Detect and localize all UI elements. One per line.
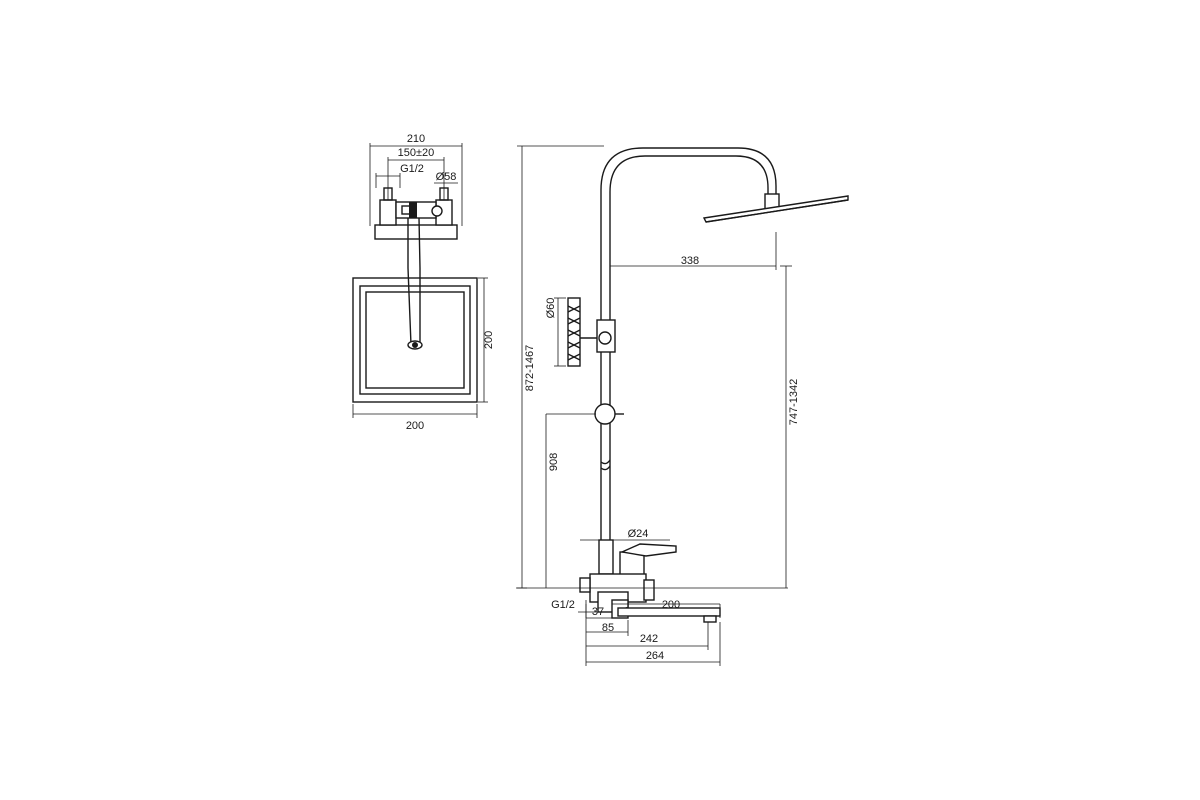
dim-total-height-label: 872-1467 (524, 345, 536, 392)
hand-shower-holder (567, 297, 616, 367)
spout-top (407, 217, 423, 350)
dim-head-width-label: 200 (406, 420, 424, 432)
dim-pipe-label: Ø24 (628, 528, 649, 540)
dim-width-label: 210 (407, 133, 425, 145)
top-view: 210 150±20 G1/2 Ø58 200 200 (352, 133, 495, 432)
dim-thread-label: G1/2 (400, 163, 424, 175)
dim-flange-label: Ø58 (436, 171, 457, 183)
dim-85-label: 85 (602, 622, 614, 634)
side-view: 338 Ø60 872-1467 747-1342 908 Ø24 G1/2 3… (516, 145, 849, 666)
top-dimensions (352, 143, 488, 418)
square-shower-head (352, 277, 478, 403)
dim-spout-label: 200 (662, 599, 680, 611)
shower-head-side (702, 193, 849, 223)
dim-242-label: 242 (640, 633, 658, 645)
diverter-knob (594, 403, 624, 425)
dim-thread-side-label: G1/2 (551, 599, 575, 611)
side-dimensions (517, 145, 792, 666)
dim-head-height-label: 747-1342 (788, 379, 800, 426)
dim-37-label: 37 (592, 606, 604, 618)
dim-arm-label: 338 (681, 255, 699, 267)
mixer-top (374, 187, 458, 240)
dim-264-label: 264 (646, 650, 664, 662)
dim-head-depth-label: 200 (483, 331, 495, 349)
dim-holder-label: Ø60 (545, 298, 557, 319)
dim-spacing-label: 150±20 (398, 147, 435, 159)
mixer-side (579, 539, 721, 623)
dim-column-height-label: 908 (548, 453, 560, 471)
shower-column (600, 147, 777, 540)
